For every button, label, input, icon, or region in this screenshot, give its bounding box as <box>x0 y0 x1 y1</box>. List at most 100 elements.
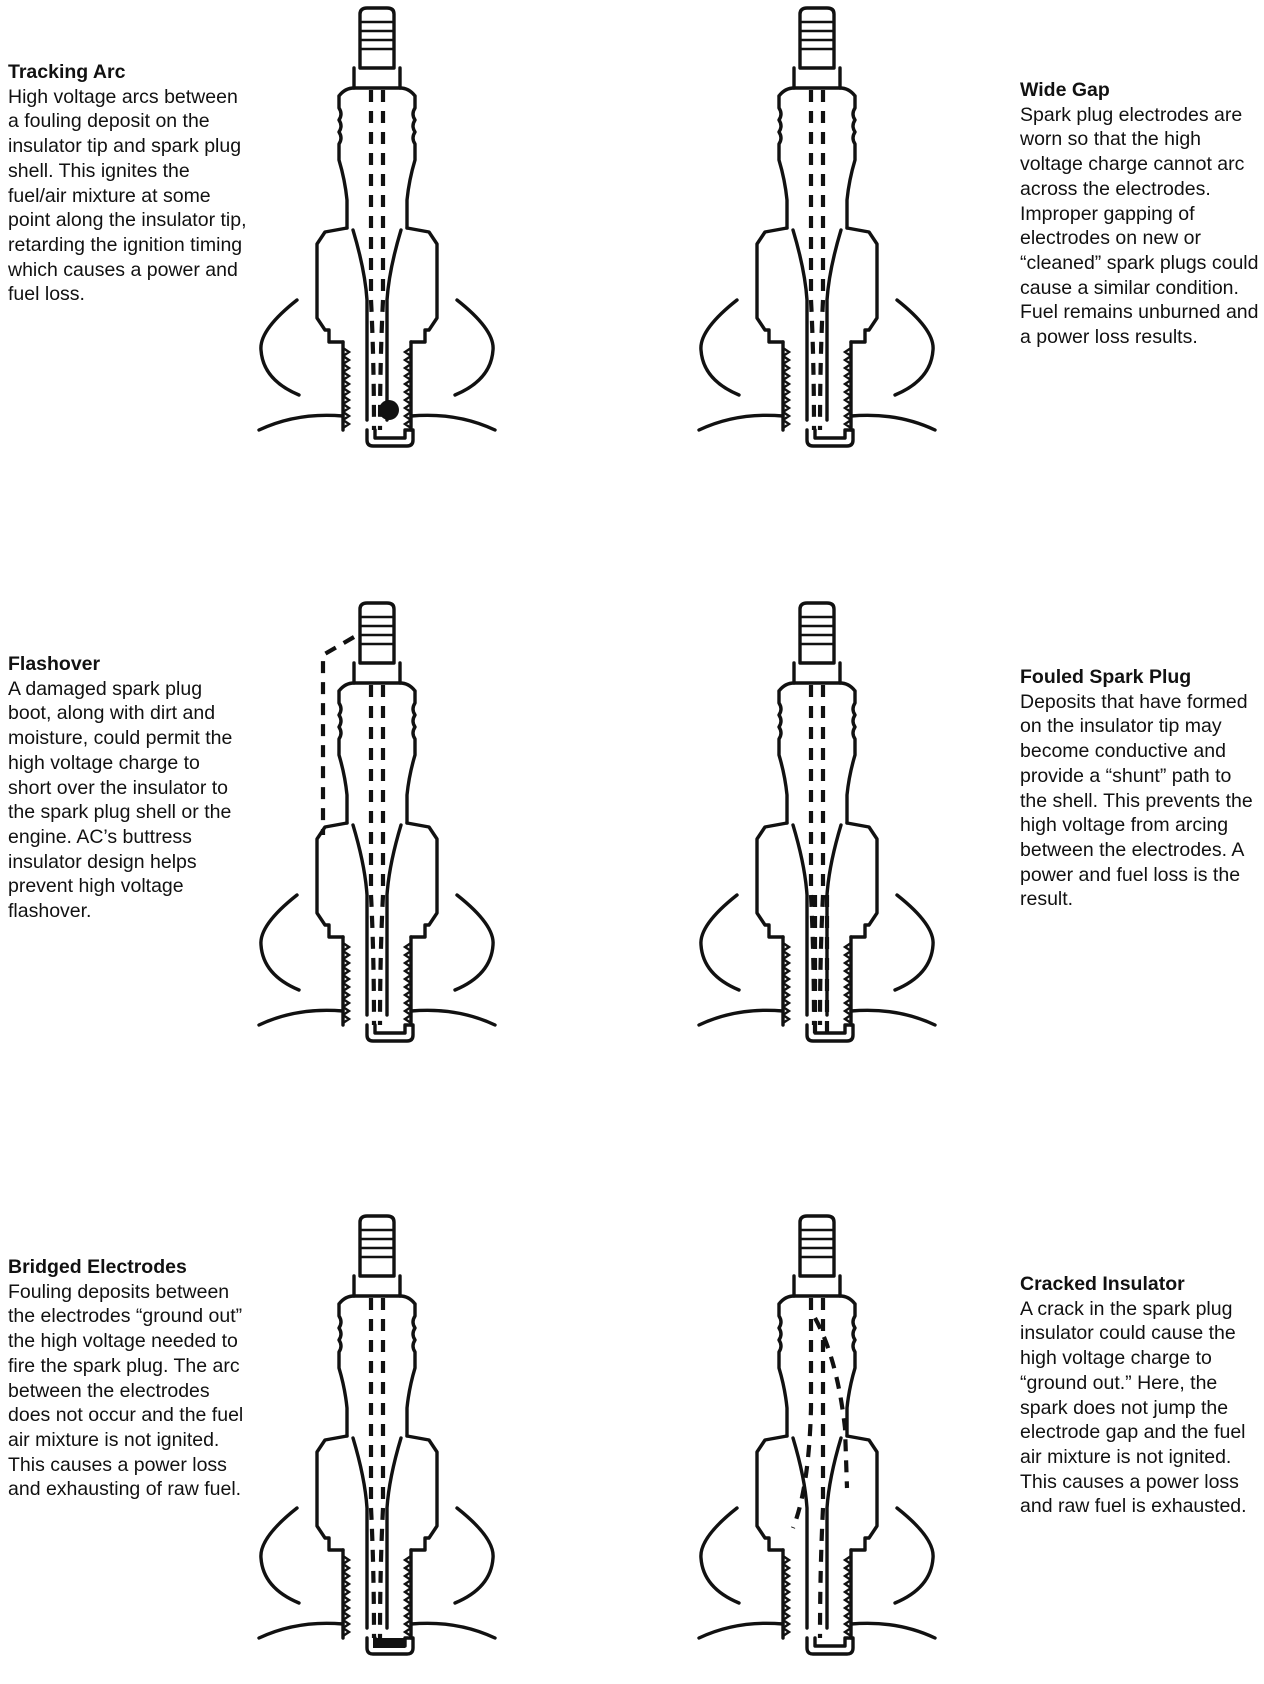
ground-electrode <box>365 1636 415 1656</box>
thread-teeth <box>781 346 853 430</box>
hex-shell <box>755 226 879 344</box>
terminal-nut <box>798 601 836 665</box>
terminal-nut <box>358 6 396 70</box>
thread-shell <box>781 1548 853 1640</box>
cylinder-head <box>257 1621 497 1640</box>
caption-title: Fouled Spark Plug <box>1020 666 1192 688</box>
insulator-body <box>337 1294 417 1438</box>
insulator-neck <box>792 661 842 685</box>
wide-gap-plug-illustration <box>697 6 937 448</box>
tracking-arc-plug-illustration <box>257 6 497 448</box>
voltage-path-left <box>368 685 377 1026</box>
chamber-wall-left <box>259 1506 301 1605</box>
hex-shell <box>315 821 439 939</box>
insulator-neck <box>352 1274 402 1298</box>
voltage-path-left <box>368 1298 377 1639</box>
cylinder-head <box>257 1008 497 1027</box>
caption-flashover: Flashover A damaged spark plug boot, alo… <box>8 652 248 924</box>
thread-teeth <box>781 941 853 1025</box>
caption-fouled-spark-plug: Fouled Spark Plug Deposits that have for… <box>1020 665 1260 912</box>
insulator-body <box>337 86 417 230</box>
ground-electrode <box>805 1636 855 1656</box>
insulator-crack <box>813 1316 850 1489</box>
ground-electrode <box>365 1023 415 1043</box>
thread-teeth <box>341 941 413 1025</box>
bridged-electrodes-plug-illustration <box>257 1214 497 1656</box>
chamber-wall-right <box>893 1506 935 1605</box>
hex-shell <box>315 226 439 344</box>
caption-cracked-insulator: Cracked Insulator A crack in the spark p… <box>1020 1272 1260 1519</box>
insulator-tip <box>351 823 403 1017</box>
chamber-wall-right <box>453 1506 495 1605</box>
chamber-wall-left <box>699 1506 741 1605</box>
caption-body: A crack in the spark plug insulator coul… <box>1020 1297 1247 1518</box>
thread-shell <box>341 340 413 432</box>
thread-shell <box>781 340 853 432</box>
terminal-nut <box>798 6 836 70</box>
insulator-tip <box>791 823 843 1017</box>
caption-body: A damaged spark plug boot, along with di… <box>8 677 233 923</box>
chamber-wall-right <box>453 893 495 992</box>
chamber-wall-left <box>699 298 741 397</box>
hex-shell <box>755 821 879 939</box>
caption-title: Tracking Arc <box>8 61 126 83</box>
insulator-body <box>777 1294 857 1438</box>
conductive-deposit <box>812 895 830 1035</box>
caption-title: Wide Gap <box>1020 79 1110 101</box>
hex-shell <box>755 1434 879 1552</box>
caption-body: Deposits that have formed on the insulat… <box>1020 690 1253 911</box>
cylinder-head <box>697 413 937 432</box>
voltage-path-right <box>377 685 386 1026</box>
insulator-neck <box>352 66 402 90</box>
insulator-body <box>777 86 857 230</box>
chamber-wall-left <box>259 298 301 397</box>
cracked-insulator-plug-illustration <box>697 1214 937 1656</box>
ground-electrode <box>805 1023 855 1043</box>
caption-body: Spark plug electrodes are worn so that t… <box>1020 103 1259 349</box>
chamber-wall-right <box>453 298 495 397</box>
caption-tracking-arc: Tracking Arc High voltage arcs between a… <box>8 60 248 307</box>
thread-shell <box>341 935 413 1027</box>
ground-electrode <box>365 428 415 448</box>
insulator-neck <box>792 66 842 90</box>
voltage-path-right <box>377 1298 386 1639</box>
bridging-deposit <box>373 1638 405 1648</box>
thread-teeth <box>341 346 413 430</box>
insulator-neck <box>792 1274 842 1298</box>
voltage-path-right <box>817 685 826 1026</box>
chamber-wall-right <box>893 893 935 992</box>
cylinder-head <box>257 413 497 432</box>
insulator-body <box>777 681 857 825</box>
caption-wide-gap: Wide Gap Spark plug electrodes are worn … <box>1020 78 1260 350</box>
flashover-path <box>320 635 356 835</box>
hex-shell <box>315 1434 439 1552</box>
caption-bridged-electrodes: Bridged Electrodes Fouling deposits betw… <box>8 1255 248 1502</box>
flashover-plug-illustration <box>257 601 497 1043</box>
voltage-path-right <box>817 90 826 431</box>
voltage-path-left <box>808 685 817 1026</box>
cylinder-head <box>697 1621 937 1640</box>
terminal-nut <box>358 601 396 665</box>
chamber-wall-left <box>259 893 301 992</box>
voltage-path-left <box>808 90 817 431</box>
insulator-body <box>337 681 417 825</box>
voltage-path-right <box>377 90 386 431</box>
ground-electrode <box>805 428 855 448</box>
voltage-path-left <box>368 90 377 431</box>
caption-title: Bridged Electrodes <box>8 1256 187 1278</box>
fouling-deposit <box>379 400 399 420</box>
voltage-path-right <box>817 1298 826 1639</box>
insulator-tip <box>351 228 403 422</box>
thread-teeth <box>341 1554 413 1638</box>
caption-title: Flashover <box>8 653 101 675</box>
insulator-neck <box>352 661 402 685</box>
terminal-nut <box>798 1214 836 1278</box>
insulator-tip <box>791 228 843 422</box>
insulator-tip <box>351 1436 403 1630</box>
cylinder-head <box>697 1008 937 1027</box>
caption-body: High voltage arcs between a fouling depo… <box>8 85 247 306</box>
chamber-wall-right <box>893 298 935 397</box>
thread-teeth <box>781 1554 853 1638</box>
terminal-nut <box>358 1214 396 1278</box>
thread-shell <box>341 1548 413 1640</box>
